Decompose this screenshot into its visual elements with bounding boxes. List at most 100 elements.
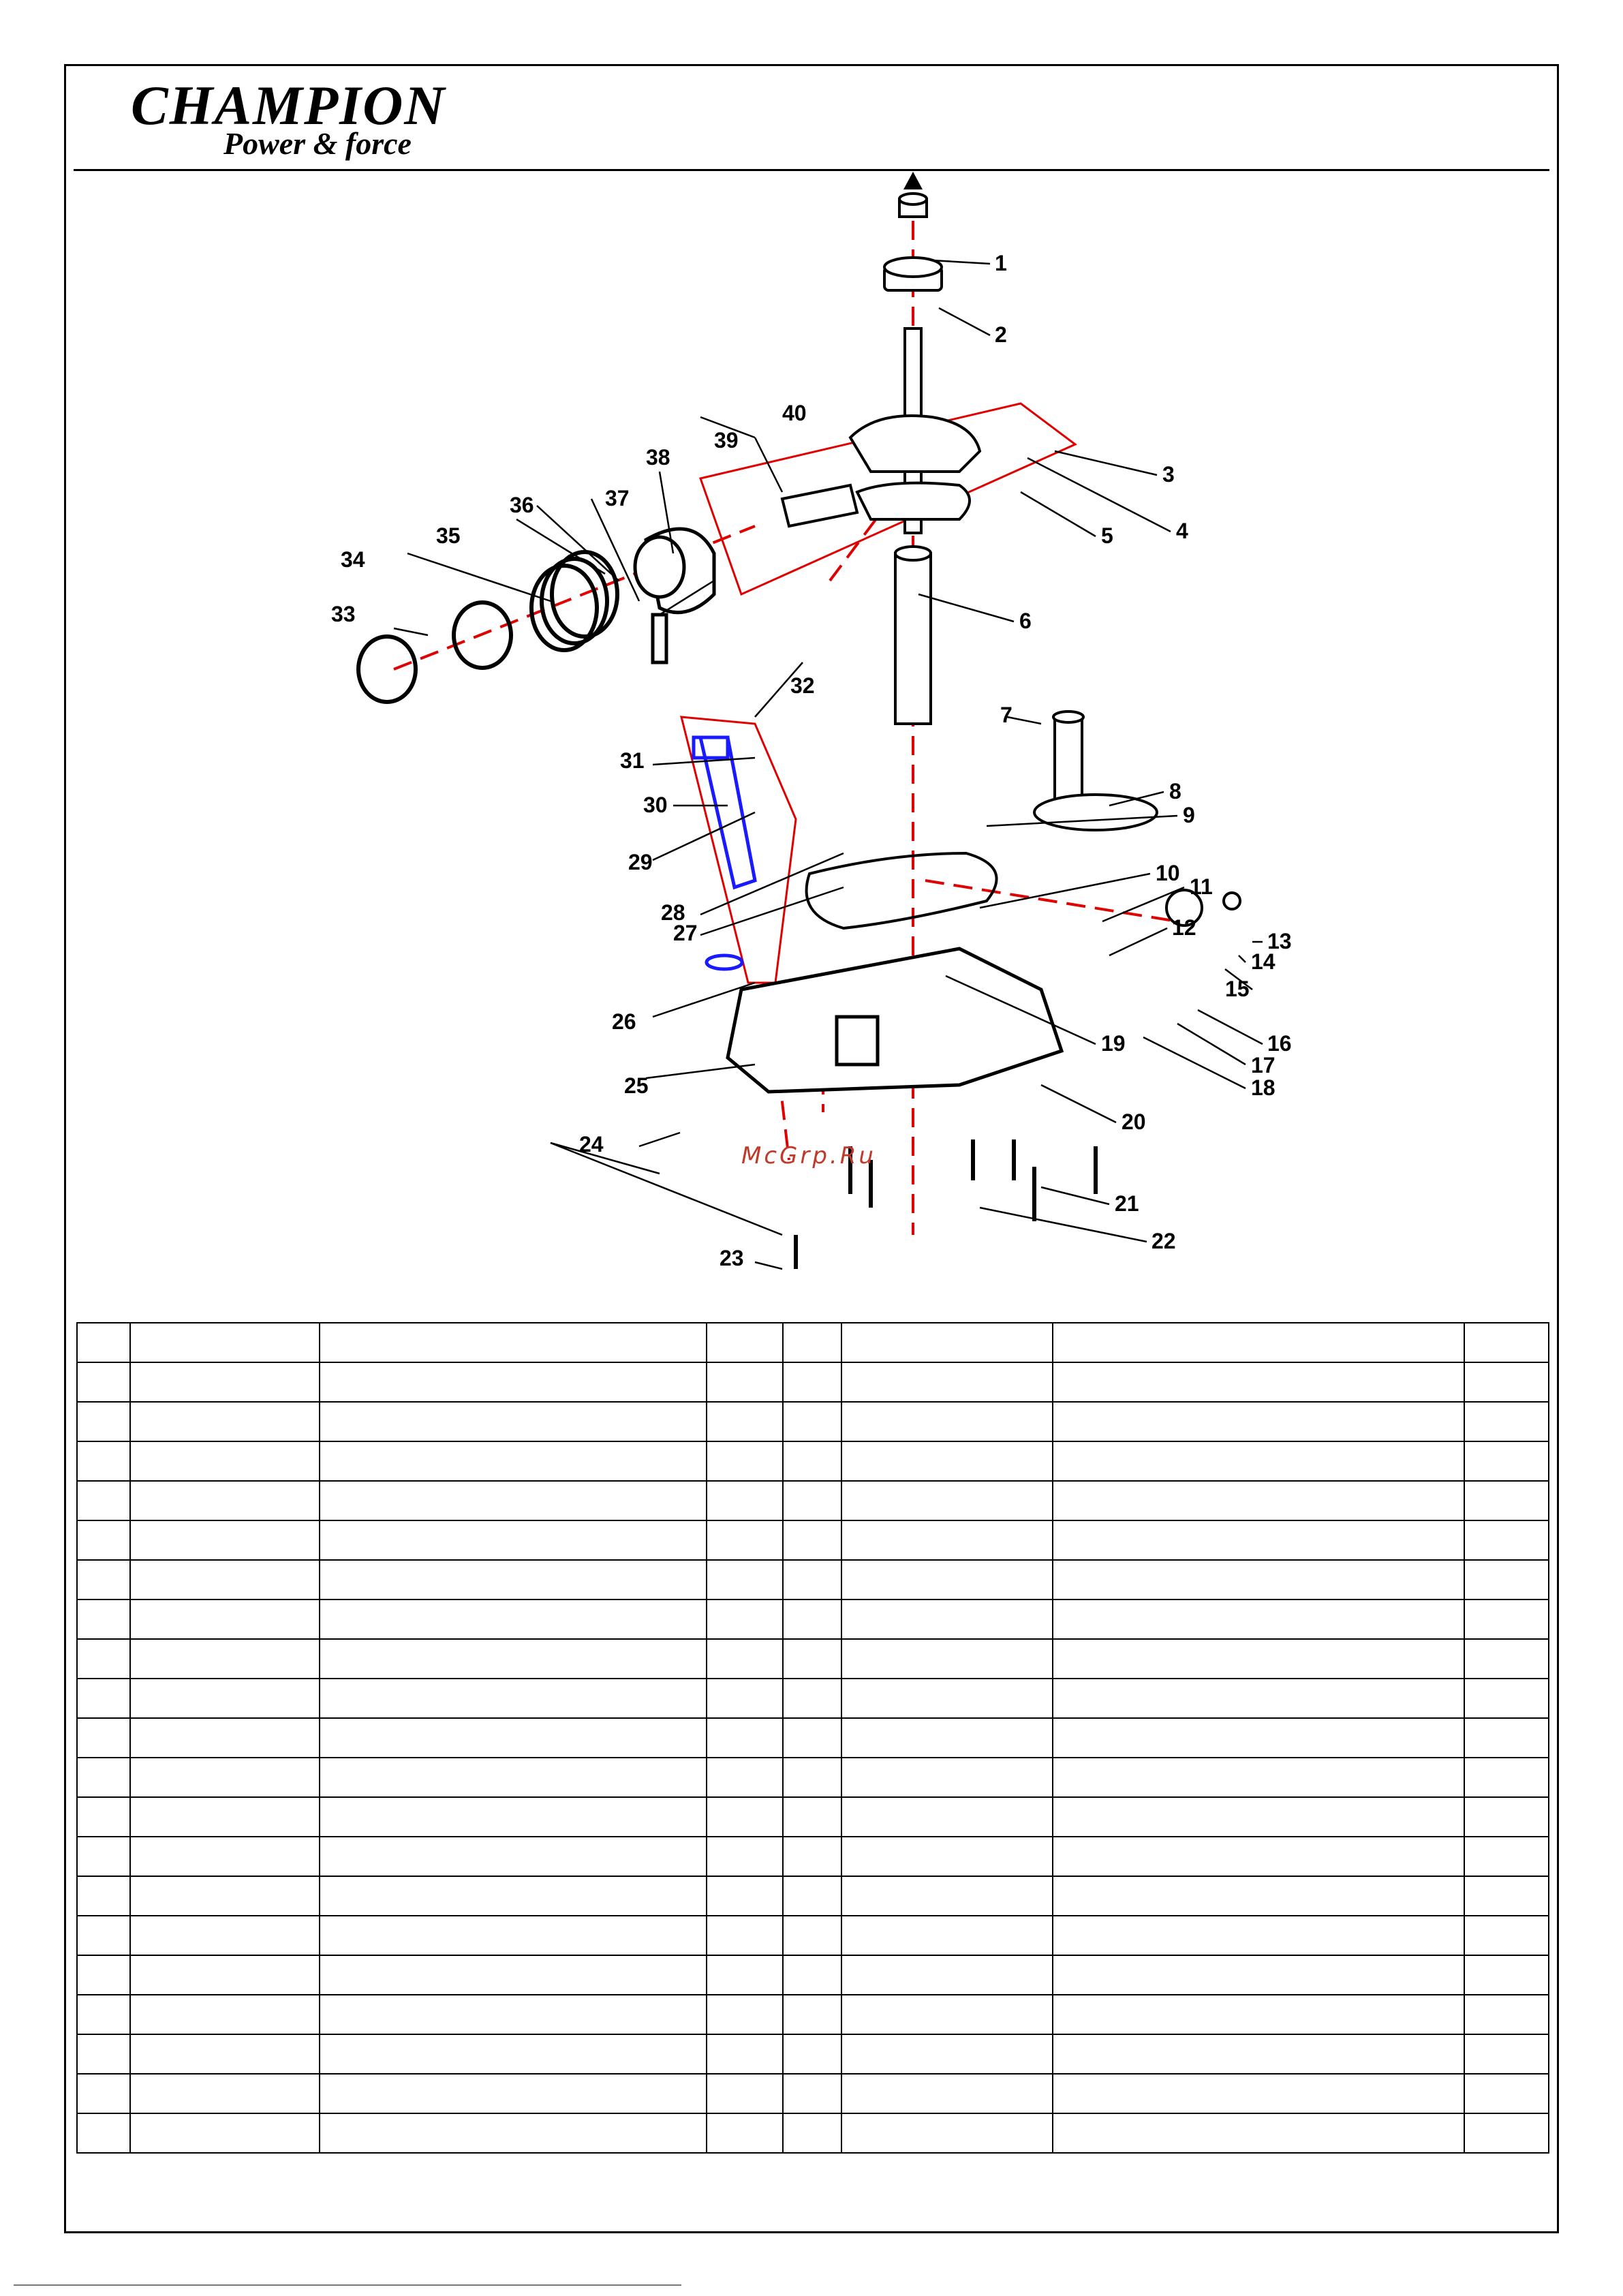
table-cell (129, 1757, 320, 1798)
table-cell (1052, 1638, 1465, 1679)
table-cell (129, 1599, 320, 1640)
table-cell (319, 2073, 707, 2114)
table-cell (782, 1796, 842, 1837)
table-cell (841, 1599, 1053, 1640)
table-cell (76, 1836, 131, 1877)
table-cell (129, 1717, 320, 1758)
table-cell (319, 1678, 707, 1719)
table-cell (706, 1520, 784, 1561)
table-cell (129, 1362, 320, 1403)
piston-rings (356, 550, 619, 704)
table-cell (782, 1678, 842, 1719)
table-cell (782, 1599, 842, 1640)
table-cell (319, 2113, 707, 2154)
table-cell (706, 1599, 784, 1640)
table-cell (1052, 1441, 1465, 1482)
table-cell (1052, 1757, 1465, 1798)
table-cell (129, 1480, 320, 1521)
table-cell (319, 1401, 707, 1442)
table-cell (76, 1480, 131, 1521)
crankcase-gasket (805, 851, 998, 930)
table-cell (129, 1876, 320, 1916)
callout-19: 19 (1101, 1031, 1126, 1056)
table-cell (319, 1322, 707, 1363)
watermark: McGrp.Ru (741, 1142, 876, 1169)
table-row (76, 1915, 1549, 1956)
table-cell (841, 1559, 1053, 1600)
table-row (76, 1520, 1549, 1561)
callout-21: 21 (1115, 1191, 1139, 1216)
table-cell (319, 1836, 707, 1877)
table-cell (76, 1520, 131, 1561)
table-cell (1052, 1599, 1465, 1640)
table-row (76, 1757, 1549, 1798)
table-cell (706, 1638, 784, 1679)
callout-8: 8 (1169, 779, 1181, 803)
table-row (76, 1362, 1549, 1403)
crankcase-cover (726, 947, 1064, 1094)
table-cell (319, 1955, 707, 1995)
table-cell (782, 1441, 842, 1482)
table-cell (1052, 1836, 1465, 1877)
callout-15: 15 (1225, 977, 1250, 1001)
table-cell (782, 1915, 842, 1956)
table-cell (1464, 1362, 1549, 1403)
callout-33: 33 (331, 602, 356, 626)
table-cell (319, 1362, 707, 1403)
table-cell (782, 1836, 842, 1877)
callout-9: 9 (1183, 803, 1195, 827)
table-cell (706, 1678, 784, 1719)
table-cell (1464, 1955, 1549, 1995)
table-cell (782, 1994, 842, 2035)
callout-14: 14 (1251, 949, 1276, 974)
table-cell (1052, 1915, 1465, 1956)
table-cell (706, 1915, 784, 1956)
table-cell (129, 1441, 320, 1482)
crankshaft (848, 192, 982, 725)
table-cell (706, 1322, 784, 1363)
callout-38: 38 (646, 445, 670, 470)
table-cell (129, 1915, 320, 1956)
table-cell (841, 1638, 1053, 1679)
table-cell (1464, 1757, 1549, 1798)
callout-28: 28 (661, 900, 685, 925)
callout-6: 6 (1019, 609, 1032, 633)
table-cell (706, 1717, 784, 1758)
brand-name: CHAMPION (131, 74, 446, 136)
camshaft (1033, 710, 1158, 831)
table-cell (782, 1638, 842, 1679)
table-cell (129, 2113, 320, 2154)
table-cell (76, 1441, 131, 1482)
table-cell (706, 1796, 784, 1837)
callout-11: 11 (1190, 874, 1213, 899)
callout-12: 12 (1172, 915, 1196, 940)
table-cell (1464, 1796, 1549, 1837)
table-cell (706, 1836, 784, 1877)
table-cell (1464, 1441, 1549, 1482)
table-cell (1464, 1717, 1549, 1758)
callout-30: 30 (643, 793, 668, 817)
table-cell (706, 2113, 784, 2154)
table-row (76, 1717, 1549, 1758)
table-cell (706, 1876, 784, 1916)
piston (633, 527, 716, 664)
table-cell (841, 2113, 1053, 2154)
table-cell (1052, 1480, 1465, 1521)
table-cell (319, 1638, 707, 1679)
callout-1: 1 (995, 251, 1007, 275)
table-cell (1052, 1678, 1465, 1719)
table-row (76, 2034, 1549, 2075)
callout-29: 29 (628, 850, 653, 874)
footer-line (14, 2284, 681, 2286)
table-cell (1052, 1876, 1465, 1916)
table-cell (319, 1480, 707, 1521)
callout-22: 22 (1151, 1229, 1176, 1253)
callout-24: 24 (579, 1132, 604, 1157)
table-cell (129, 1559, 320, 1600)
callout-13: 13 (1267, 929, 1292, 953)
callout-2: 2 (995, 322, 1007, 347)
table-cell (706, 1994, 784, 2035)
table-cell (841, 1401, 1053, 1442)
table-cell (1052, 1955, 1465, 1995)
table-cell (76, 1876, 131, 1916)
